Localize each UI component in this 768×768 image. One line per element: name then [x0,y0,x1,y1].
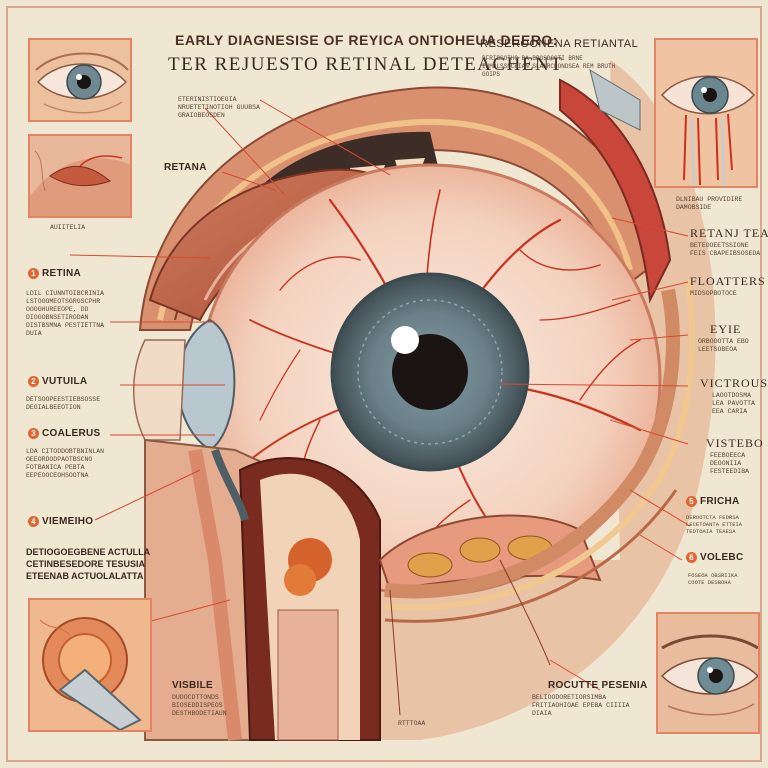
caption-floaters: MIDSOPBOTOCE [690,290,737,297]
inset-top-left-eye [28,38,132,122]
label-rocute: ROCUTTE PESENIA [548,680,648,691]
inset-left-tissue [28,134,132,218]
label-floaters: FLOATTERS [690,274,766,288]
label-bottom-center: RTTTOAA [398,720,426,727]
label-vutula-text: VUTUILA [42,376,88,388]
caption-retina: LDIL CIUNNTOIBCRINIA LSTOOOMEOTSGRGSCPHR… [26,290,105,337]
caption-visteso: FEEBOEECA DEOONIIA FESTEEDIBA [710,452,750,475]
retana-top-caption: ETERINISTIOEGIA NRUETETINOTIOH GUUBSA GR… [178,96,260,119]
sclera-outer-layer [384,288,680,599]
label-visible: VISBILE [172,680,213,691]
header-right-subtitle: BFRIBSOTHO DA BBOSDGGTI BRNE INMBLSSNCBI… [482,55,616,78]
inset-bottom-right-eye [656,612,760,734]
optic-nerve [277,609,339,741]
optic-muscle [559,78,672,304]
label-retanj-tear: RETANJ TEAR [690,226,768,240]
inset-bottom-left-close-up [28,598,152,732]
inset-top-right-eye [654,38,758,188]
marker-volebc: 6 [686,552,697,563]
caption-fricha: DEROOTCTA FEDRSA LECETOANTA ETTEIA TEDTO… [686,514,743,535]
marker-fricha: 5 [686,496,697,507]
pupil-highlight [391,326,419,354]
poster-frame [6,6,762,762]
caption-vutula: DETSOOPEESTIEBSOSSE DEGIALBEEOTION [26,396,101,411]
caption-retanj-tear: BETEOOEETSSIONE FEIS CBAPEIBSOSEDA [690,242,761,257]
label-fricha-text: FRICHA [700,496,740,508]
caption-bottom-left: DETIOGOEGBENE ACTULLA CETINBESEDORE TESU… [26,547,151,581]
marker-retina: 1 [28,268,39,279]
marker-viemenho: 4 [28,516,39,527]
marker-vutula: 2 [28,376,39,387]
cornea [133,339,186,441]
right-top-caption: DLNIBAU PROVIDIRE DAMOBSIDE [676,196,743,211]
label-retana-top: RETANA [164,162,207,173]
label-victrous: VICTROUS [700,376,768,390]
caption-victrous: LAOOTDOSMA LEA PAVOTTA EEA CARIA [712,392,755,415]
label-volebc-text: VOLEBC [700,552,744,564]
caption-eye: ORBOOOTTA EBO LEETSOBEOA [698,338,749,353]
label-retina-text: RETINA [42,268,82,280]
label-coalerus-text: COALERUS [42,428,101,440]
pupil [392,334,468,410]
caption-visible: DUDOCDTTONDS BIOSEDDISPEOS DESTHBODETIAU… [172,694,227,717]
header-right-title: RESEROONENA RETIANTAL [480,38,639,50]
caption-rocute: BELIOODORETIORSIMBA FRITIAOHIOAE EPEBA C… [532,694,630,717]
label-viemenho-text: VIEMEIHO [42,516,94,528]
left-inset-caption: AUIITELIA [50,224,86,231]
header-top-line: EARLY DIAGNESISE OF REYICA ONTIOHEUA DEE… [175,32,558,48]
page-title: TER REJUESTO RETINAL DETEACHENT [168,54,564,75]
marker-coalerus: 3 [28,428,39,439]
caption-coalerus: LDA CITODDOBTBNINLAN OEEORDODPAOTBSCNO F… [26,448,105,479]
label-eye: EYIE [710,322,742,336]
label-visteso: VISTEBO [706,436,764,450]
caption-volebc: FOSEOA OBSRIIKA COOTE DESBOHA [688,572,738,586]
